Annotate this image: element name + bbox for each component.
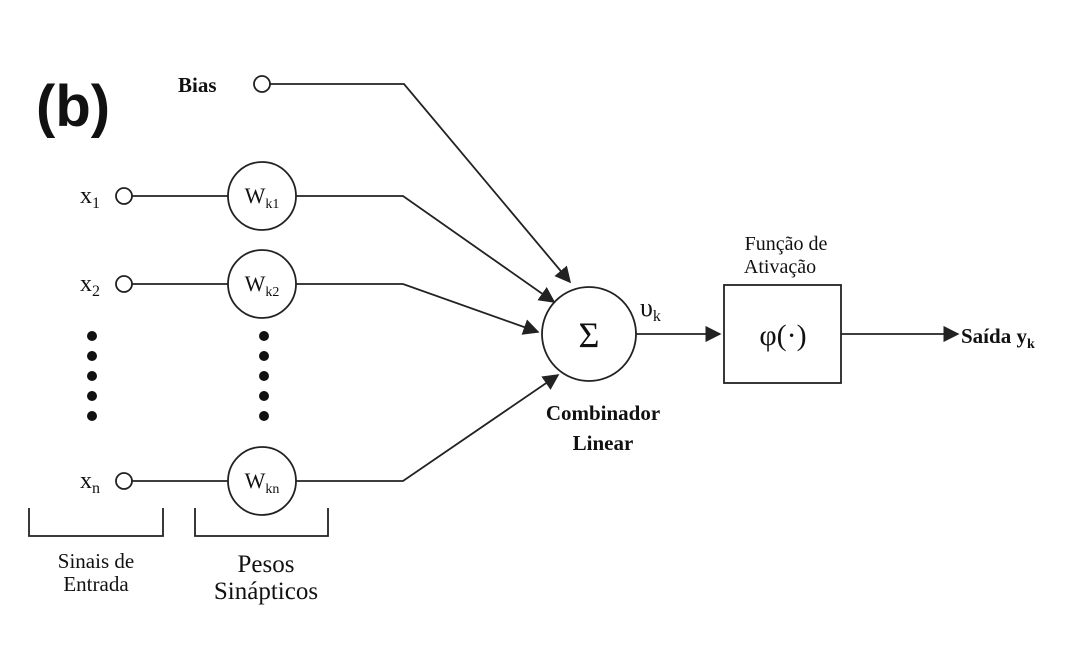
inputs-bracket — [28, 508, 164, 537]
inputs-bracket-label-line1: Sinais de — [58, 549, 134, 573]
summation-caption-line2: Linear — [573, 431, 634, 455]
panel-label: (b) — [36, 74, 110, 139]
activation-title-line1: Função de — [745, 233, 828, 255]
net-output-label: υk — [640, 293, 661, 325]
input-x2-label: x2 — [80, 271, 100, 300]
weights-bracket-label-line1: Pesos — [238, 551, 295, 578]
bias-connection — [270, 83, 572, 284]
weight-k2-connection — [296, 283, 540, 335]
input-x1-label: x1 — [80, 183, 100, 212]
weight-k1-label: Wk1 — [245, 183, 280, 212]
summation-caption-line1: Combinador — [546, 401, 660, 425]
output-label: Saída yk — [961, 324, 1035, 352]
input-xn-label: xn — [80, 468, 100, 497]
bias-terminal — [253, 75, 271, 93]
input-x1-terminal — [115, 187, 133, 205]
input-xn-terminal — [115, 472, 133, 490]
inputs-ellipsis — [87, 331, 97, 421]
activation-title-line2: Ativação — [744, 256, 816, 278]
input-x2-terminal — [115, 275, 133, 293]
weights-bracket — [194, 508, 329, 537]
weight-kn-connection — [296, 374, 560, 482]
weight-k2-label: Wk2 — [245, 271, 280, 300]
weight-k1-connection — [296, 195, 556, 303]
bias-label: Bias — [178, 73, 217, 97]
activation-box — [723, 284, 842, 384]
weights-bracket-label-line2: Sinápticos — [214, 578, 318, 605]
summation-symbol: Σ — [579, 315, 600, 355]
weight-kn-label: Wkn — [245, 468, 280, 497]
activation-symbol: φ(·) — [759, 319, 806, 352]
inputs-bracket-label-line2: Entrada — [63, 572, 129, 596]
weights-ellipsis — [259, 331, 269, 421]
